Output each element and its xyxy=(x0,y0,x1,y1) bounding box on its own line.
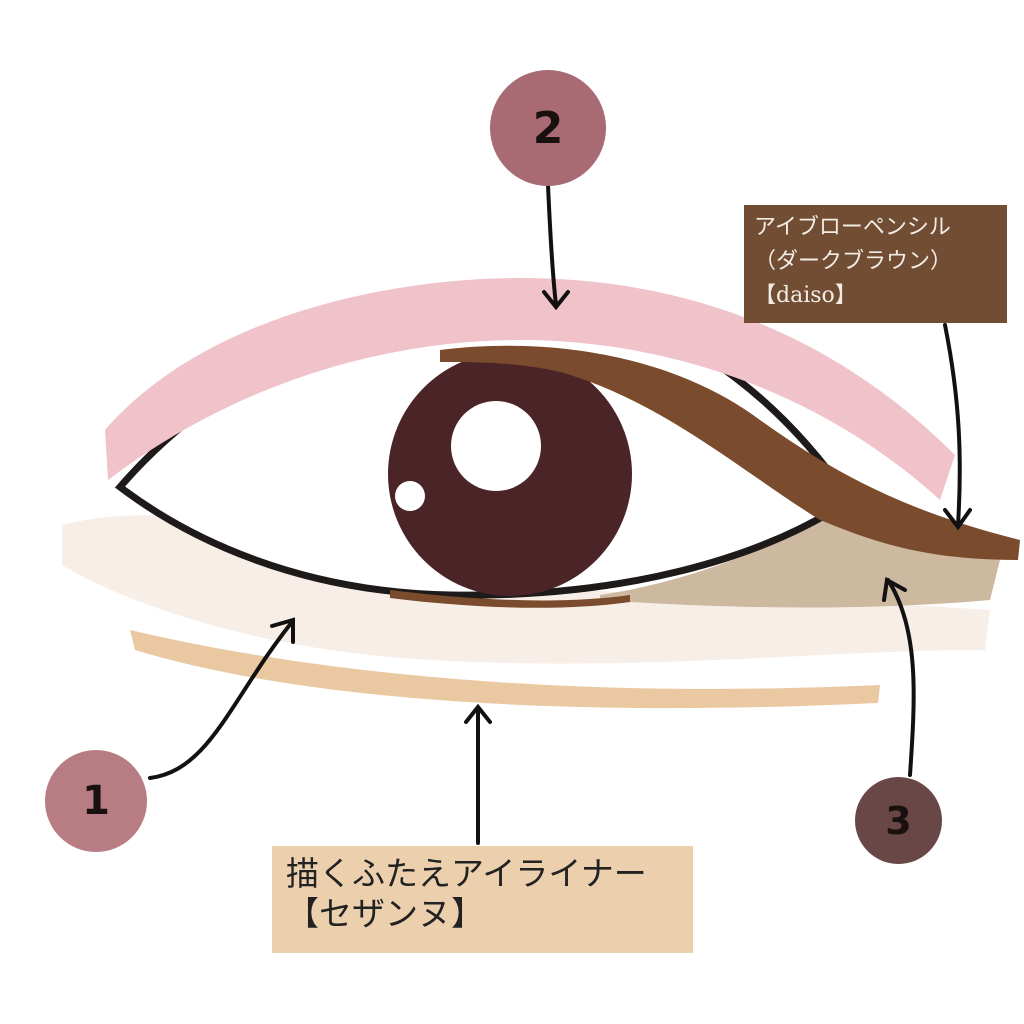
marker-number: 1 xyxy=(82,778,110,824)
arrow-1 xyxy=(148,617,295,780)
arrow-3 xyxy=(882,576,916,777)
marker-2: 2 xyxy=(490,70,606,186)
eyeliner-label: 描くふたえアイライナー 【セザンヌ】 xyxy=(272,846,693,953)
brown-eyeliner xyxy=(440,345,1020,560)
lower-tan-line xyxy=(130,630,880,709)
lower-brown-liner xyxy=(390,590,630,608)
marker-number: 3 xyxy=(885,798,912,843)
marker-number: 2 xyxy=(532,102,564,154)
upper-pink-shadow xyxy=(105,278,955,500)
iris-highlight-large xyxy=(451,401,541,491)
label-line: （ダークブラウン） xyxy=(754,249,953,274)
eyebrow-pencil-label: アイブローペンシル （ダークブラウン） 【daiso】 xyxy=(744,205,1007,323)
label-line: 【セザンヌ】 xyxy=(286,894,484,933)
label-line: 【daiso】 xyxy=(754,283,857,308)
label-line: アイブローペンシル xyxy=(754,215,951,240)
marker-1: 1 xyxy=(45,750,147,852)
label-line: 描くふたえアイライナー xyxy=(286,854,647,893)
arrow-pencil xyxy=(943,323,972,531)
arrow-2 xyxy=(542,183,570,311)
marker-3: 3 xyxy=(855,777,942,864)
iris-highlight-small xyxy=(395,481,425,511)
arrow-liner xyxy=(464,703,492,845)
arrows xyxy=(148,183,972,845)
